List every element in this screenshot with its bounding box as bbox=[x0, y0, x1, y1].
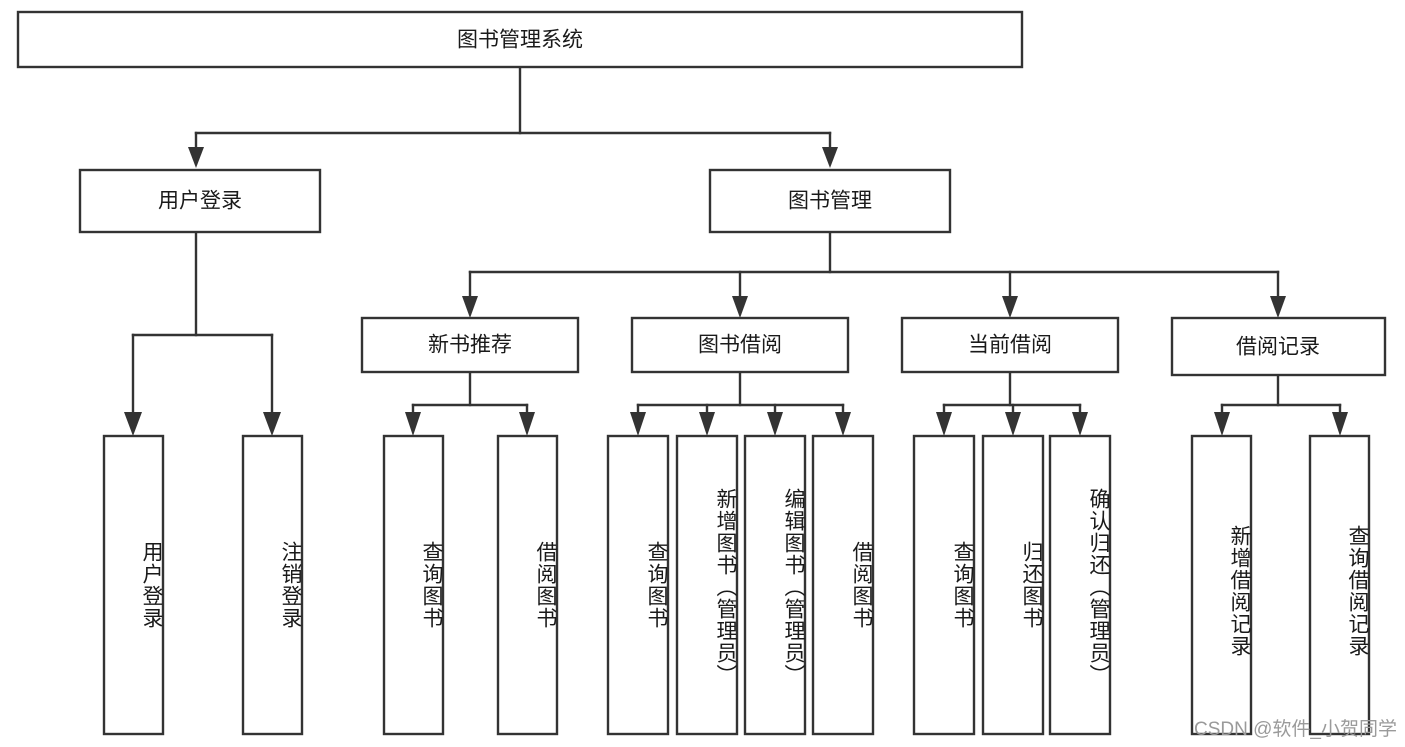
leaf-newbook-query-box[interactable] bbox=[382, 434, 445, 736]
node-book-manage-label: 图书管理 bbox=[788, 190, 872, 213]
arrow-leaf-user-login bbox=[124, 412, 142, 436]
leaf-bookborrow-lend-box[interactable] bbox=[811, 434, 875, 736]
arrow-leaf-borrowrecord-1 bbox=[1214, 412, 1230, 436]
arrow-leaf-currentborrow-1 bbox=[936, 412, 952, 436]
arrow-to-book-manage bbox=[822, 147, 838, 168]
leaf-bookborrow-add-box[interactable] bbox=[675, 434, 739, 736]
arrow-leaf-borrowrecord-2 bbox=[1332, 412, 1348, 436]
arrow-leaf-bookborrow-3 bbox=[767, 412, 783, 436]
arrow-leaf-bookborrow-4 bbox=[835, 412, 851, 436]
nodes-group: 图书管理系统 用户登录 图书管理 新书推荐 图书借阅 当前借阅 借阅记录 bbox=[16, 10, 1387, 736]
node-current-borrow-label: 当前借阅 bbox=[968, 334, 1052, 357]
arrow-leaf-newbook-1 bbox=[405, 412, 421, 436]
leaf-currentborrow-confirm-box[interactable] bbox=[1048, 434, 1112, 736]
leaf-currentborrow-query-box[interactable] bbox=[912, 434, 976, 736]
node-borrow-record-box[interactable] bbox=[1170, 316, 1387, 377]
leaf-newbook-borrow-box[interactable] bbox=[496, 434, 559, 736]
node-user-login-label: 用户登录 bbox=[158, 190, 242, 213]
leaf-borrowrecord-query-box[interactable] bbox=[1308, 434, 1371, 736]
arrow-leaf-currentborrow-3 bbox=[1072, 412, 1088, 436]
node-root-label: 图书管理系统 bbox=[457, 29, 583, 52]
node-book-borrow-box[interactable] bbox=[630, 316, 850, 374]
connectors-group bbox=[124, 65, 1348, 436]
node-root-box[interactable] bbox=[16, 10, 1024, 69]
arrow-to-user-login bbox=[188, 147, 204, 168]
leaf-borrowrecord-add-box[interactable] bbox=[1190, 434, 1253, 736]
arrow-leaf-logout bbox=[263, 412, 281, 436]
csdn-watermark: CSDN @软件_小贺同学 bbox=[1194, 719, 1397, 740]
node-borrow-record-label: 借阅记录 bbox=[1236, 336, 1320, 359]
leaf-currentborrow-return-box[interactable] bbox=[981, 434, 1045, 736]
arrow-leaf-bookborrow-1 bbox=[630, 412, 646, 436]
arrow-to-new-book bbox=[462, 296, 478, 318]
node-new-book-box[interactable] bbox=[360, 316, 580, 374]
node-new-book-label: 新书推荐 bbox=[428, 334, 512, 357]
leaf-bookborrow-query-box[interactable] bbox=[606, 434, 670, 736]
arrow-leaf-bookborrow-2 bbox=[699, 412, 715, 436]
leaf-logout-box[interactable] bbox=[241, 434, 304, 736]
arrow-leaf-currentborrow-2 bbox=[1005, 412, 1021, 436]
leaf-user-login-box[interactable] bbox=[102, 434, 165, 736]
arrow-to-borrow-record bbox=[1270, 296, 1286, 318]
node-book-borrow-label: 图书借阅 bbox=[698, 334, 782, 357]
node-user-login-box[interactable] bbox=[78, 168, 322, 234]
arrow-leaf-newbook-2 bbox=[519, 412, 535, 436]
node-current-borrow-box[interactable] bbox=[900, 316, 1120, 374]
arrow-to-current-borrow bbox=[1002, 296, 1018, 318]
arrow-to-book-borrow bbox=[732, 296, 748, 318]
node-book-manage-box[interactable] bbox=[708, 168, 952, 234]
leaf-bookborrow-edit-box[interactable] bbox=[743, 434, 807, 736]
